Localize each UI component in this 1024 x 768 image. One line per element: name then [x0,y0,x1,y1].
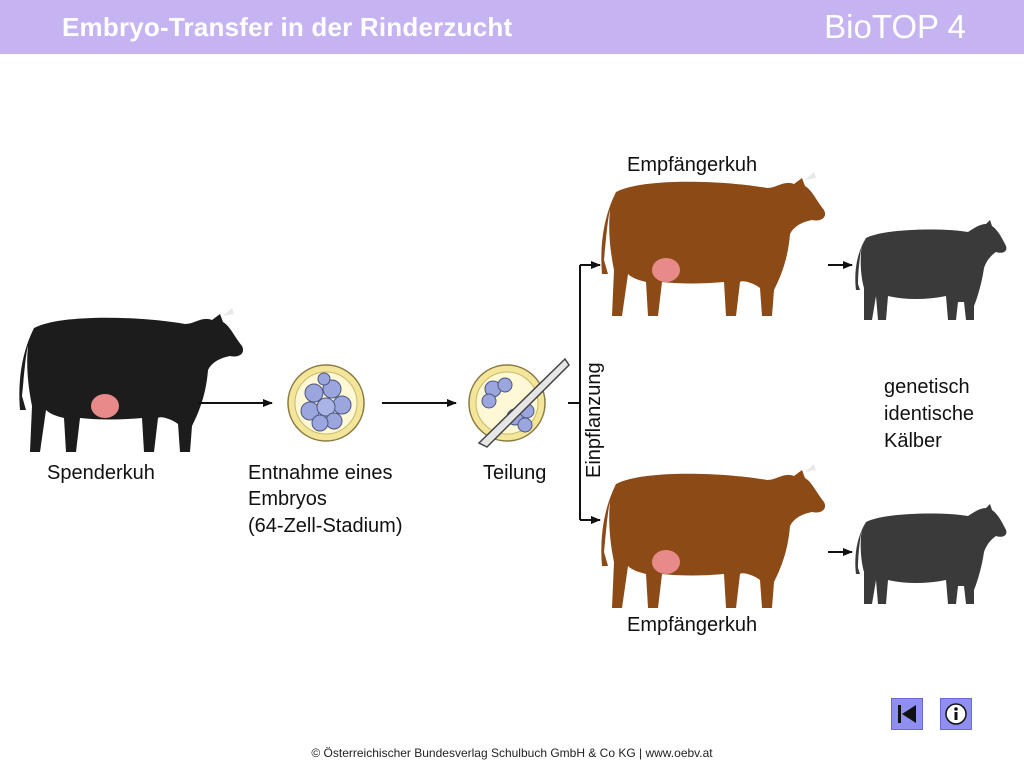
calf-top-illustration [855,220,1007,320]
label-donor-cow: Spenderkuh [47,462,155,484]
recipient-cow-top-illustration [601,172,826,316]
embryo-illustration [287,364,365,442]
info-button[interactable] [940,698,972,730]
label-division: Teilung [483,462,547,484]
implantation-bracket [568,261,601,524]
copyright-footer: © Österreichischer Bundesverlag Schulbuc… [311,746,713,760]
calf-bottom-illustration [855,504,1007,604]
page-title: Embryo-Transfer in der Rinderzucht [62,12,513,42]
brand-logo-text: BioTOP 4 [824,8,966,45]
label-recipient-bottom: Empfängerkuh [627,614,758,636]
skip-back-icon [898,705,916,723]
label-implantation: Einpflanzung [583,362,605,478]
label-recipient-top: Empfängerkuh [627,154,758,176]
header-bar: Embryo-Transfer in der Rinderzucht BioTO… [0,0,1024,54]
info-icon [945,703,967,725]
donor-cow-illustration [19,308,244,452]
label-extraction-line1: Entnahme eines [248,462,393,484]
label-result-line1: genetisch [884,376,970,398]
recipient-cow-bottom-illustration [601,464,826,608]
back-to-start-button[interactable] [891,698,923,730]
embryo-division-illustration [468,357,570,448]
label-extraction-line2: Embryos [248,488,327,510]
label-result-line2: identische [884,403,975,425]
label-extraction-line3: (64-Zell-Stadium) [248,515,403,537]
label-result-line3: Kälber [884,430,942,452]
